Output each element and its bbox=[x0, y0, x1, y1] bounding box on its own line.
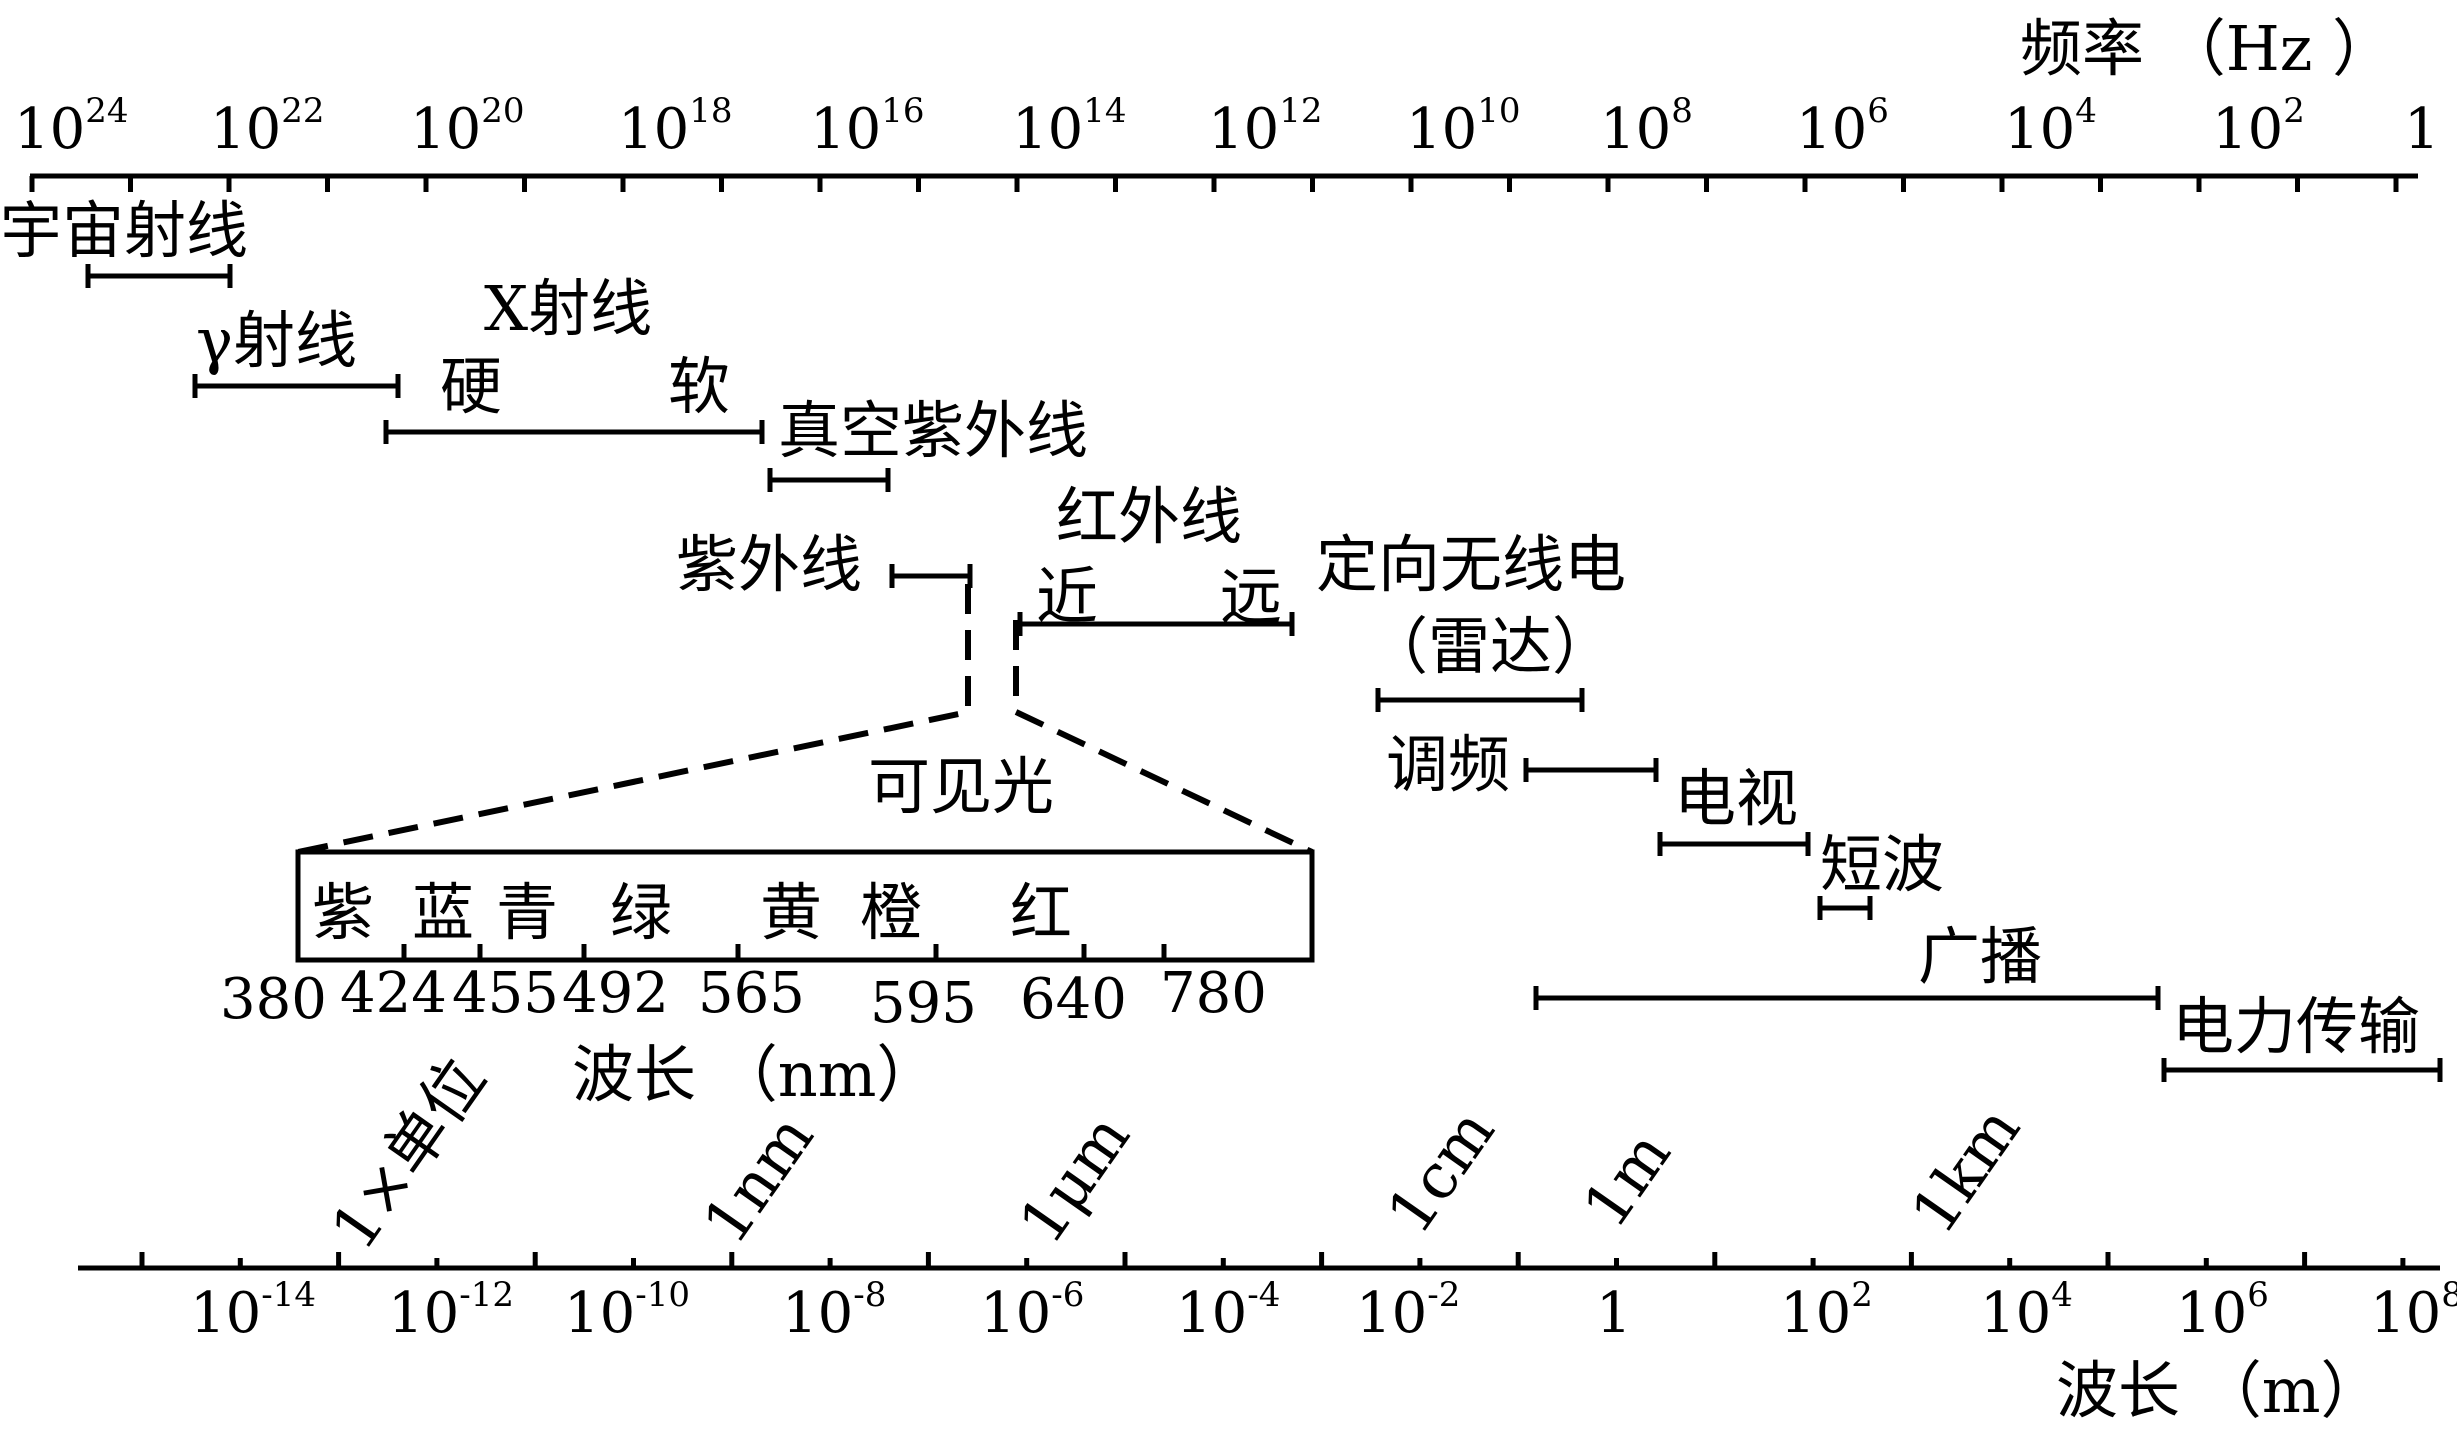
label-x-rays: X射线 bbox=[484, 272, 652, 345]
visible-tick-marks bbox=[401, 944, 1167, 960]
visible-color-4: 黄 bbox=[760, 876, 822, 949]
frequency-tick-7: 1010 bbox=[1406, 91, 1521, 162]
range-broadcast bbox=[1533, 986, 2161, 1010]
visible-color-labels: 紫蓝青绿 黄橙 红 bbox=[312, 876, 1072, 949]
frequency-tick-6: 1012 bbox=[1208, 91, 1323, 162]
visible-wavelength-0: 380 bbox=[220, 967, 327, 1032]
frequency-tick-12: 1 bbox=[2404, 97, 2440, 162]
wavelength-tick-9: 104 bbox=[1980, 1275, 2073, 1346]
wavelength-axis-tick-labels: 10-14 10-12 10-10 10-8 10-6 10-4 10-2 1 102 104 10… bbox=[190, 1275, 2457, 1346]
wavelength-tick-2: 10-10 bbox=[564, 1275, 690, 1346]
frequency-tick-2: 1020 bbox=[410, 91, 525, 162]
unit-label-2: 1μm bbox=[1004, 1101, 1143, 1256]
label-fm: 调频 bbox=[1386, 728, 1510, 801]
visible-spectrum-box bbox=[295, 849, 1315, 963]
frequency-tick-0: 1024 bbox=[14, 91, 129, 162]
frequency-tick-4: 1016 bbox=[810, 91, 925, 162]
visible-wavelength-4: 565 bbox=[698, 961, 805, 1026]
visible-color-0: 紫 bbox=[312, 876, 374, 949]
label-gamma-rays: γ射线 bbox=[196, 304, 357, 377]
range-tv bbox=[1657, 832, 1811, 856]
visible-wavelength-7: 780 bbox=[1160, 961, 1267, 1026]
visible-color-2: 青 bbox=[496, 876, 558, 949]
label-radar: （雷达） bbox=[1366, 610, 1614, 683]
wavelength-axis-tick-marks bbox=[139, 1252, 2406, 1268]
label-cosmic-rays: 宇宙射线 bbox=[0, 194, 248, 267]
label-directional-radio: 定向无线电 bbox=[1316, 528, 1626, 601]
wavelength-tick-1: 10-12 bbox=[388, 1275, 514, 1346]
label-power-transmission: 电力传输 bbox=[2172, 990, 2420, 1063]
visible-wavelength-1: 424 bbox=[340, 961, 447, 1026]
unit-label-4: 1m bbox=[1568, 1118, 1684, 1240]
unit-label-1: 1nm bbox=[688, 1102, 827, 1257]
visible-light-title: 可见光 bbox=[868, 750, 1054, 823]
wavelength-tick-5: 10-4 bbox=[1176, 1275, 1280, 1346]
frequency-tick-11: 102 bbox=[2212, 91, 2305, 162]
visible-wavelength-6: 640 bbox=[1020, 967, 1127, 1032]
label-vacuum-ultraviolet: 真空紫外线 bbox=[778, 394, 1088, 467]
unit-label-5: 1km bbox=[1896, 1093, 2034, 1246]
range-x-rays bbox=[383, 420, 765, 444]
frequency-tick-5: 1014 bbox=[1012, 91, 1127, 162]
wavelength-tick-10: 106 bbox=[2176, 1275, 2269, 1346]
wavelength-axis-title: 波长 （m） bbox=[2056, 1354, 2383, 1427]
range-vacuum-ultraviolet bbox=[767, 468, 891, 492]
visible-connector-right bbox=[1013, 620, 1314, 855]
visible-wavelength-3: 492 bbox=[562, 961, 669, 1026]
visible-wavelength-2: 455 bbox=[452, 961, 559, 1026]
range-infrared bbox=[1017, 612, 1295, 636]
label-broadcast: 广播 bbox=[1918, 920, 2042, 993]
frequency-axis-title: 频率 （Hz ） bbox=[2020, 12, 2394, 85]
range-gamma-rays bbox=[192, 374, 401, 398]
range-shortwave bbox=[1817, 896, 1873, 920]
unit-label-3: 1cm bbox=[1372, 1096, 1508, 1247]
label-tv: 电视 bbox=[1674, 762, 1798, 835]
frequency-axis-tick-marks bbox=[29, 176, 2399, 192]
frequency-tick-1: 1022 bbox=[210, 91, 325, 162]
frequency-tick-10: 104 bbox=[2004, 91, 2097, 162]
label-x-rays-soft: 软 bbox=[668, 350, 730, 423]
frequency-axis-tick-labels: 1024 1022 1020 1018 1016 1014 1012 1010 108 106 10… bbox=[14, 91, 2440, 162]
frequency-tick-3: 1018 bbox=[618, 91, 733, 162]
wavelength-tick-0: 10-14 bbox=[190, 1275, 316, 1346]
wavelength-tick-8: 102 bbox=[1780, 1275, 1873, 1346]
range-radar bbox=[1375, 688, 1585, 712]
visible-color-3: 绿 bbox=[610, 876, 672, 949]
label-x-rays-hard: 硬 bbox=[440, 350, 502, 423]
frequency-tick-9: 106 bbox=[1796, 91, 1889, 162]
label-infrared-far: 远 bbox=[1220, 560, 1282, 633]
visible-wavelength-axis-title: 波长 （nm） bbox=[572, 1038, 938, 1111]
visible-color-1: 蓝 bbox=[412, 876, 474, 949]
wavelength-tick-11: 108 bbox=[2370, 1275, 2457, 1346]
visible-wavelength-5: 595 bbox=[870, 971, 977, 1036]
label-shortwave: 短波 bbox=[1820, 828, 1944, 901]
label-infrared: 红外线 bbox=[1056, 480, 1242, 553]
frequency-tick-8: 108 bbox=[1600, 91, 1693, 162]
range-cosmic-rays bbox=[85, 264, 233, 288]
unit-label-0: 1×单位 bbox=[316, 1044, 499, 1262]
range-power-transmission bbox=[2161, 1058, 2443, 1082]
wavelength-tick-3: 10-8 bbox=[782, 1275, 886, 1346]
visible-color-6: 红 bbox=[1010, 876, 1072, 949]
visible-color-5: 橙 bbox=[860, 876, 922, 949]
wavelength-tick-4: 10-6 bbox=[980, 1275, 1084, 1346]
wavelength-tick-7: 1 bbox=[1596, 1281, 1632, 1346]
wavelength-tick-6: 10-2 bbox=[1356, 1275, 1460, 1346]
label-infrared-near: 近 bbox=[1036, 560, 1098, 633]
range-ultraviolet bbox=[889, 564, 973, 588]
range-fm bbox=[1523, 758, 1659, 782]
label-ultraviolet: 紫外线 bbox=[676, 528, 862, 601]
